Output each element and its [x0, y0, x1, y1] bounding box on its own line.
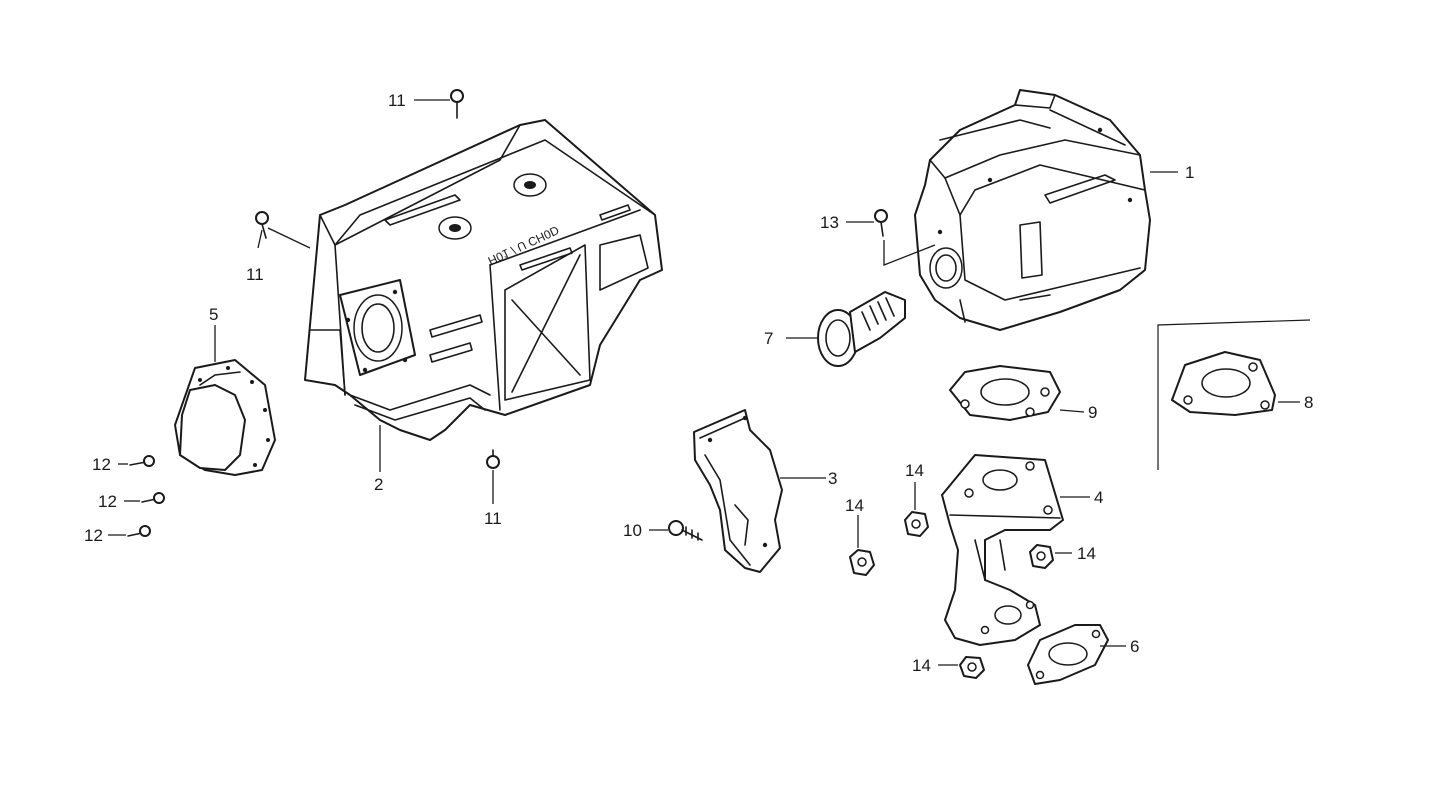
- callout-part-12-a: 12: [92, 455, 111, 474]
- callout-part-4: 4: [1094, 488, 1103, 507]
- muffler-part-1: [914, 89, 1151, 331]
- exhaust-pipe-part-4: [941, 454, 1064, 646]
- gasket-part-6: [1027, 624, 1109, 685]
- callout-part-8: 8: [1304, 393, 1313, 412]
- screw-11-top: [450, 89, 464, 119]
- callout-part-14-c: 14: [1077, 544, 1096, 563]
- callout-part-12-b: 12: [98, 492, 117, 511]
- screw-12-a: [129, 455, 155, 467]
- muffler-protector-part-2: H01 / U CH0D: [304, 119, 663, 441]
- callout-part-14-a: 14: [845, 496, 864, 515]
- muffler-cap-part-5: [174, 359, 276, 476]
- screw-13: [874, 209, 888, 237]
- nut-14-b: [904, 511, 929, 537]
- callout-part-7: 7: [764, 329, 773, 348]
- bolt-10: [668, 520, 703, 541]
- callout-part-12-c: 12: [84, 526, 103, 545]
- gasket-part-9: [949, 365, 1061, 421]
- callout-part-9: 9: [1088, 403, 1097, 422]
- callout-part-10: 10: [623, 521, 642, 540]
- gasket-part-8: [1157, 319, 1311, 470]
- callout-labels: 1 2 3 4 5 6 7 8 9 10 11 11 11 12 12 12 1…: [84, 91, 1313, 675]
- heat-shield-part-3: [693, 409, 783, 573]
- callout-part-13: 13: [820, 213, 839, 232]
- callout-part-6: 6: [1130, 637, 1139, 656]
- callout-part-11-left: 11: [246, 265, 264, 284]
- screw-12-c: [127, 525, 151, 537]
- nut-14-a: [849, 549, 875, 576]
- screw-11-left: [255, 211, 269, 239]
- screw-12-b: [141, 492, 165, 504]
- callout-part-14-d: 14: [912, 656, 931, 675]
- nut-14-d: [959, 656, 985, 679]
- callout-part-11-top: 11: [388, 91, 406, 110]
- spark-arrester-part-7: [817, 291, 906, 367]
- callout-part-11-bottom: 11: [484, 509, 502, 528]
- screw-11-bottom: [486, 449, 500, 469]
- callout-part-14-b: 14: [905, 461, 924, 480]
- nut-14-c: [1029, 544, 1054, 569]
- callout-part-3: 3: [828, 469, 837, 488]
- callout-part-1: 1: [1185, 163, 1194, 182]
- callout-part-2: 2: [374, 475, 383, 494]
- screw-12-group: [127, 455, 165, 537]
- leader-lines: [108, 99, 1300, 666]
- callout-part-5: 5: [209, 305, 218, 324]
